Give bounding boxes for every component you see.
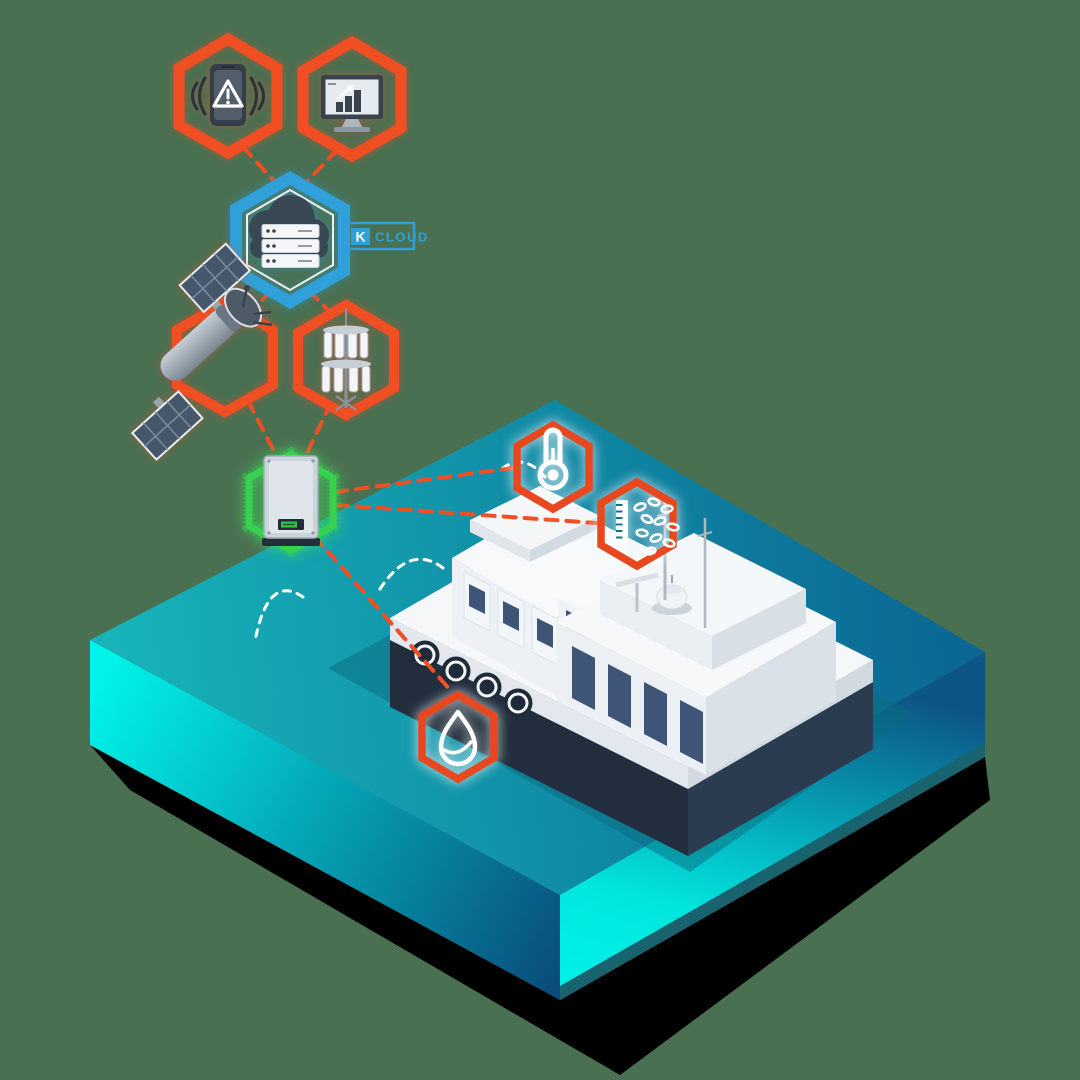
warning-triangle-icon [212,79,244,108]
cabin-window-box [531,605,559,666]
node-temperature-sensor [513,420,593,514]
satellite-icon [130,242,272,462]
link-satellite-gateway [246,399,279,459]
node-satellite [130,242,278,462]
organism-ovals [633,497,680,556]
window [469,584,485,614]
node-biomass-sensor [597,477,680,571]
node-iot-gateway [242,446,340,558]
node-cell-tower [293,299,399,421]
water-drop-icon [438,709,478,767]
solar-panel [130,389,204,462]
connectors [239,145,599,694]
window [608,664,631,728]
cabin-window-box [497,588,525,649]
water-left-face [90,640,560,1000]
t-antenna [615,572,659,612]
porthole [410,640,440,670]
vibration-arc [257,81,265,111]
aft-cabin-right [706,622,836,775]
logo-k-box [351,228,370,245]
link-tower-gateway [303,401,333,459]
window [572,646,595,710]
k-cloud-logo: K CLOUD [344,221,429,251]
porthole [441,656,471,686]
hexagon-ring [597,477,677,571]
vibration-arc [191,81,199,111]
hexagon-ring [297,35,407,163]
ground-shadow [90,745,990,1075]
hexagon-inner-outline [246,188,334,292]
window [644,682,667,746]
node-water-quality-sensor [418,690,498,784]
ruler-organisms-icon [616,497,680,556]
satellite-dish [223,285,272,328]
monitor-chart-icon [321,75,383,132]
hexagon-ring [173,32,283,160]
vibration-arc [198,76,207,116]
antenna-array [321,359,371,393]
hexagon-ring [418,690,498,784]
solar-panel [178,242,252,314]
link-gateway-drop [312,534,454,694]
hexagon-ring [172,296,278,418]
hexagon-ring [293,299,399,421]
node-cloud-server [230,171,350,309]
cloud-server-icon [249,195,329,268]
hull-left-face [390,640,688,856]
porthole [472,672,502,702]
bridge-right [712,589,806,670]
hexagon-ring [513,420,593,514]
gateway-device-icon [262,455,320,546]
window [680,700,703,764]
signal-arc [253,589,305,643]
logo-cloud-text: CLOUD [375,230,429,245]
hull-right-face [688,682,873,856]
cabin-window-box [463,571,491,632]
fore-roof-right [530,516,600,562]
signal-arc [378,557,445,591]
server-rack [261,224,320,268]
gateway-display [278,519,304,530]
vibration-arc [249,76,258,116]
fore-roof-left [470,520,530,562]
thermometer-icon [537,427,569,491]
node-alert-phone [173,32,283,160]
phone-alert-icon [191,64,265,126]
porthole [503,688,533,718]
cell-tower-icon [321,308,371,411]
window [503,601,519,631]
antenna-array [323,325,369,359]
water-right-face [560,652,985,1000]
logo-k-letter: K [355,229,365,245]
water-bottom-bevel [560,743,985,1000]
window [537,618,553,648]
link-gateway-thermometer [333,466,515,494]
bridge-left [600,580,712,670]
hexagon-ring [245,449,337,555]
node-dashboard-monitor [297,35,407,163]
link-gateway-biomass [334,503,599,525]
hexagon-ring [230,171,350,309]
